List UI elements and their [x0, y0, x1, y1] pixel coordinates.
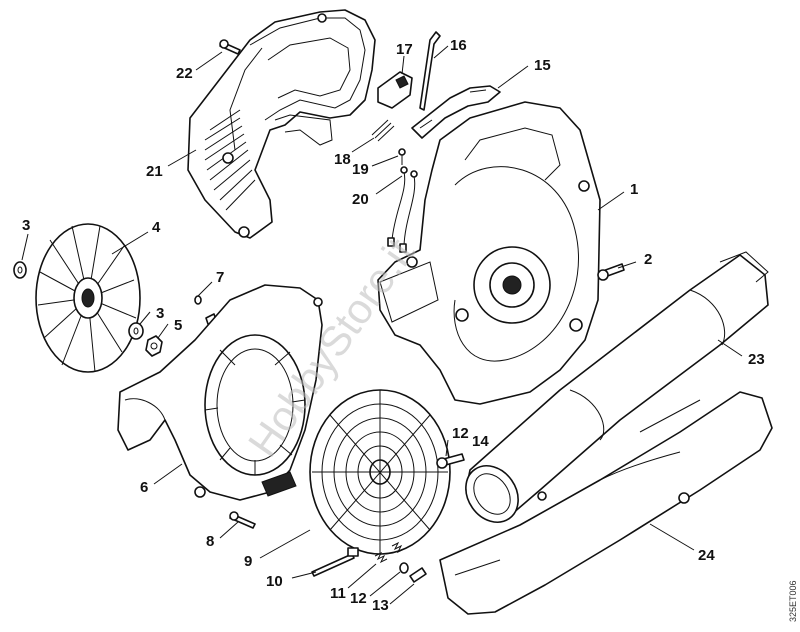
fan-housing-part [117, 284, 323, 501]
label-7: 7 [216, 269, 224, 286]
spring-18-part [371, 119, 395, 142]
fan-part [35, 223, 141, 373]
leader-lines [21, 45, 743, 605]
label-6: 6 [140, 479, 148, 496]
label-3b: 3 [156, 305, 164, 322]
nozzle-part [439, 391, 773, 615]
label-23: 23 [748, 351, 765, 368]
drawing-code: 325ET006 [788, 580, 798, 622]
label-10: 10 [266, 573, 283, 590]
label-12b: 12 [350, 590, 367, 607]
nut-5-part [145, 335, 163, 357]
screw-13-part [409, 567, 427, 583]
housing-part [377, 101, 601, 405]
label-3a: 3 [22, 217, 30, 234]
label-5: 5 [174, 317, 182, 334]
pin-10-part [311, 547, 359, 577]
screw-22-part [219, 39, 241, 55]
label-11: 11 [330, 585, 346, 602]
screw-8-part [229, 511, 256, 529]
label-8: 8 [206, 533, 214, 550]
label-19: 19 [352, 161, 369, 178]
intake-grille-part [309, 389, 451, 555]
screw-14-part [436, 453, 465, 469]
switch-17-part [377, 71, 413, 109]
label-15: 15 [534, 57, 551, 74]
washer-3-part [13, 261, 27, 279]
screw-19-part [398, 148, 406, 165]
label-20: 20 [352, 191, 369, 208]
label-18: 18 [334, 151, 351, 168]
label-21: 21 [146, 163, 163, 180]
label-24: 24 [698, 547, 715, 564]
label-14: 14 [472, 433, 489, 450]
label-22: 22 [176, 65, 193, 82]
label-13: 13 [372, 597, 389, 614]
label-2: 2 [644, 251, 652, 268]
screw-2-part [597, 263, 625, 281]
label-4: 4 [152, 219, 161, 236]
wires-20-part [387, 166, 418, 253]
label-12a: 12 [452, 425, 469, 442]
throttle-lever-15-part [411, 85, 501, 139]
label-16: 16 [450, 37, 467, 54]
label-1: 1 [630, 181, 638, 198]
washer-12-part [399, 562, 409, 574]
handle-cover-part [187, 9, 376, 239]
washer-3b-part [128, 322, 144, 340]
label-17: 17 [396, 41, 413, 58]
spring-11-part [374, 541, 405, 564]
callout-labels: 1 2 3 4 3 5 7 6 8 9 10 11 12 13 12 14 15… [22, 37, 765, 614]
label-9: 9 [244, 553, 252, 570]
rod-16-part [419, 31, 441, 111]
blower-tube-part [465, 251, 769, 523]
